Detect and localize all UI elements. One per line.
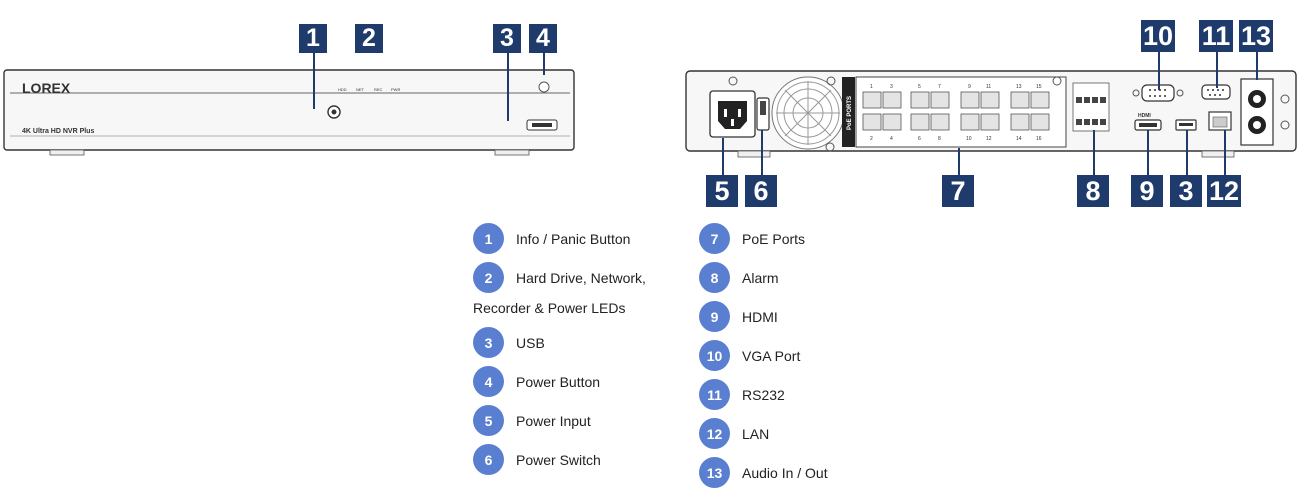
callout-5: 5 xyxy=(706,175,738,207)
port-num-13: 13 xyxy=(1016,84,1022,90)
front-brand: LOREX xyxy=(22,80,71,96)
front-model-text: 4K Ultra HD NVR Plus xyxy=(22,128,94,135)
legend-number-4: 4 xyxy=(473,366,504,397)
callout-11: 11 xyxy=(1199,20,1233,52)
legend-label-3: USB xyxy=(516,334,545,351)
led-label-rec: REC xyxy=(374,87,383,92)
callout-1: 1 xyxy=(299,24,327,53)
port-num-9: 9 xyxy=(968,84,971,90)
audio-port-block xyxy=(1240,78,1274,146)
legend-number-11: 11 xyxy=(699,379,730,410)
callout-10: 10 xyxy=(1141,20,1175,52)
legend-item-7: 7 PoE Ports xyxy=(699,223,805,254)
legend-label-10: VGA Port xyxy=(742,347,801,364)
legend-item-2: 2 Hard Drive, Network, xyxy=(473,262,646,293)
legend-number-6: 6 xyxy=(473,444,504,475)
port-num-7: 7 xyxy=(938,84,941,90)
port-num-4: 4 xyxy=(890,136,893,142)
legend-item-4: 4 Power Button xyxy=(473,366,600,397)
rear-panel: PoE PORTS 1 3 5 7 9 11 13 15 2 4 6 8 10 … xyxy=(685,70,1297,158)
legend-item-11: 11 RS232 xyxy=(699,379,785,410)
legend-number-7: 7 xyxy=(699,223,730,254)
poe-port-block[interactable] xyxy=(855,76,1067,148)
port-num-15: 15 xyxy=(1036,84,1042,90)
port-num-2: 2 xyxy=(870,136,873,142)
led-label-hdd: HDD xyxy=(338,87,347,92)
legend-label-7: PoE Ports xyxy=(742,230,806,247)
legend-label-12: LAN xyxy=(742,425,770,442)
port-num-10: 10 xyxy=(966,136,972,142)
legend-number-13: 13 xyxy=(699,457,730,488)
legend-number-2: 2 xyxy=(473,262,504,293)
callout-3-rear: 3 xyxy=(1170,175,1202,207)
callout-8: 8 xyxy=(1077,175,1109,207)
led-label-pwr: PWR xyxy=(391,87,400,92)
port-num-1: 1 xyxy=(870,84,873,90)
legend-number-5: 5 xyxy=(473,405,504,436)
legend-item-3: 3 USB xyxy=(473,327,545,358)
legend-number-12: 12 xyxy=(699,418,730,449)
hdmi-port-label: HDMI xyxy=(1138,113,1151,119)
legend-number-1: 1 xyxy=(473,223,504,254)
legend-item-13: 13 Audio In / Out xyxy=(699,457,828,488)
port-num-6: 6 xyxy=(918,136,921,142)
port-num-12: 12 xyxy=(986,136,992,142)
callout-3-front: 3 xyxy=(493,24,521,53)
legend-number-9: 9 xyxy=(699,301,730,332)
poe-vertical-label: PoE PORTS xyxy=(847,96,853,130)
legend-label-9: HDMI xyxy=(742,308,778,325)
legend-item-5: 5 Power Input xyxy=(473,405,591,436)
legend-item-12: 12 LAN xyxy=(699,418,769,449)
power-button[interactable] xyxy=(538,81,550,93)
legend-label-11: RS232 xyxy=(742,386,785,403)
legend-item-6: 6 Power Switch xyxy=(473,444,601,475)
legend-label-1: Info / Panic Button xyxy=(516,230,631,247)
port-num-5: 5 xyxy=(918,84,921,90)
callout-9: 9 xyxy=(1131,175,1163,207)
legend-label-4: Power Button xyxy=(516,373,601,390)
legend-number-10: 10 xyxy=(699,340,730,371)
legend-item-8: 8 Alarm xyxy=(699,262,779,293)
callout-7: 7 xyxy=(942,175,974,207)
legend-item-10: 10 VGA Port xyxy=(699,340,800,371)
legend-label-6: Power Switch xyxy=(516,451,601,468)
led-label-net: NET xyxy=(356,87,365,92)
legend-label-2: Hard Drive, Network, xyxy=(516,269,646,286)
port-num-8: 8 xyxy=(938,136,941,142)
legend-label-8: Alarm xyxy=(742,269,779,286)
port-num-16: 16 xyxy=(1036,136,1042,142)
callout-6: 6 xyxy=(745,175,777,207)
front-panel: LOREX 4K Ultra HD NVR Plus HDD NET REC P… xyxy=(3,69,575,156)
callout-4: 4 xyxy=(529,24,557,53)
legend-number-8: 8 xyxy=(699,262,730,293)
legend-number-3: 3 xyxy=(473,327,504,358)
port-num-11: 11 xyxy=(986,84,991,90)
legend-item-9: 9 HDMI xyxy=(699,301,778,332)
legend-label-13: Audio In / Out xyxy=(742,464,828,481)
port-num-14: 14 xyxy=(1016,136,1022,142)
poe-port-grid xyxy=(862,91,1050,131)
legend-item-1: 1 Info / Panic Button xyxy=(473,223,630,254)
callout-13: 13 xyxy=(1239,20,1273,52)
port-num-3: 3 xyxy=(890,84,893,90)
callout-2: 2 xyxy=(355,24,383,53)
callout-12: 12 xyxy=(1207,175,1241,207)
legend-label-5: Power Input xyxy=(516,412,591,429)
legend-label-2-continuation: Recorder & Power LEDs xyxy=(473,300,626,316)
